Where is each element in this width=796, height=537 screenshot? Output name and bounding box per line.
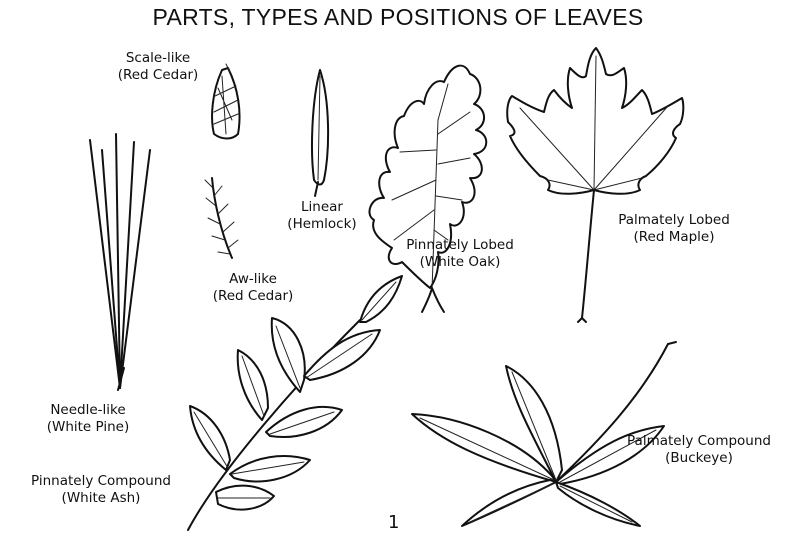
label-palmately-lobed: Palmately Lobed (Red Maple) bbox=[600, 212, 748, 246]
label-scale-like: Scale-like (Red Cedar) bbox=[104, 50, 212, 84]
label-pinnately-lobed-type: Pinnately Lobed bbox=[386, 237, 534, 254]
page-number: 1 bbox=[388, 512, 399, 533]
label-palmately-compound-type: Palmately Compound bbox=[604, 433, 794, 450]
label-aw-like-example: (Red Cedar) bbox=[198, 288, 308, 305]
label-palmately-compound: Palmately Compound (Buckeye) bbox=[604, 433, 794, 467]
label-aw-like-type: Aw-like bbox=[198, 271, 308, 288]
label-linear: Linear (Hemlock) bbox=[282, 199, 362, 233]
aw-like-leaf-drawing bbox=[205, 178, 238, 258]
label-palmately-lobed-type: Palmately Lobed bbox=[600, 212, 748, 229]
pinnately-compound-leaf-drawing bbox=[188, 276, 402, 530]
scale-like-leaf-drawing bbox=[212, 64, 239, 139]
label-pinnately-compound: Pinnately Compound (White Ash) bbox=[8, 473, 194, 507]
label-pinnately-compound-example: (White Ash) bbox=[8, 490, 194, 507]
label-scale-like-example: (Red Cedar) bbox=[104, 67, 212, 84]
label-linear-example: (Hemlock) bbox=[282, 216, 362, 233]
label-scale-like-type: Scale-like bbox=[104, 50, 212, 67]
label-needle-like: Needle-like (White Pine) bbox=[28, 402, 148, 436]
label-pinnately-lobed-example: (White Oak) bbox=[386, 254, 534, 271]
label-aw-like: Aw-like (Red Cedar) bbox=[198, 271, 308, 305]
label-pinnately-lobed: Pinnately Lobed (White Oak) bbox=[386, 237, 534, 271]
label-needle-like-example: (White Pine) bbox=[28, 419, 148, 436]
needle-like-leaf-drawing bbox=[90, 134, 150, 390]
linear-leaf-drawing bbox=[312, 70, 328, 196]
label-palmately-lobed-example: (Red Maple) bbox=[600, 229, 748, 246]
label-pinnately-compound-type: Pinnately Compound bbox=[8, 473, 194, 490]
pinnately-lobed-leaf-drawing bbox=[369, 66, 486, 312]
palmately-lobed-leaf-drawing bbox=[507, 48, 683, 322]
label-linear-type: Linear bbox=[282, 199, 362, 216]
label-palmately-compound-example: (Buckeye) bbox=[604, 450, 794, 467]
label-needle-like-type: Needle-like bbox=[28, 402, 148, 419]
